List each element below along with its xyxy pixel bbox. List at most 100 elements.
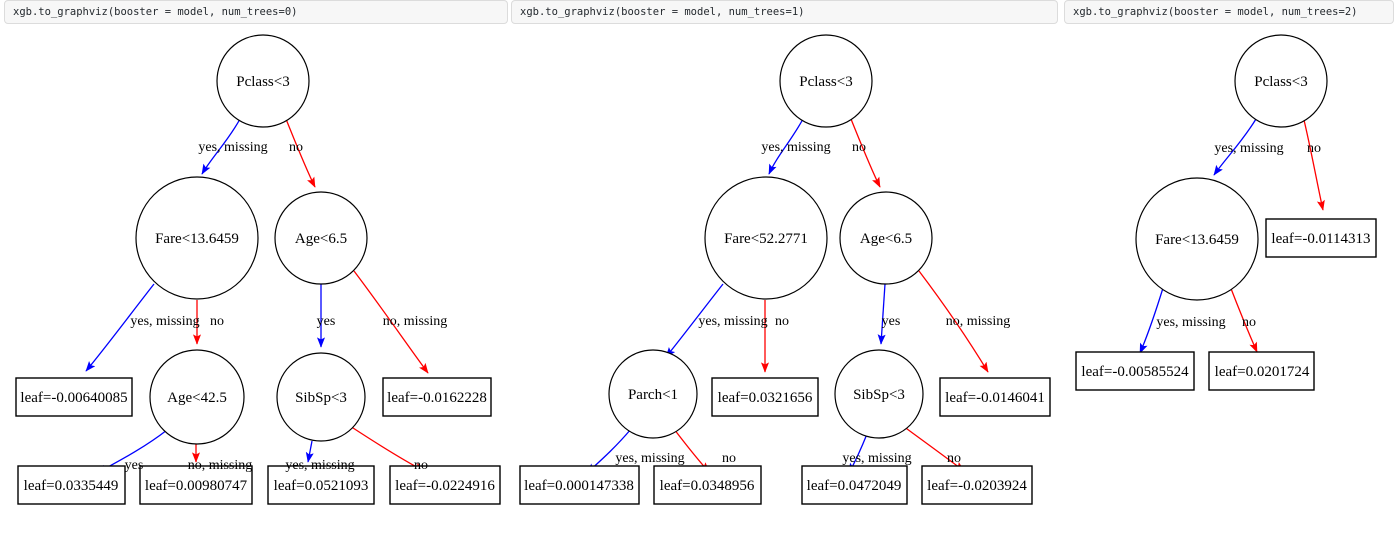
tree-edge-labels-2: yes, missing no yes, missing no [1156, 141, 1321, 330]
leaf-node-label: leaf=-0.0224916 [395, 478, 495, 494]
panel-header-code-2: xgb.to_graphviz(booster = model, num_tre… [1073, 6, 1358, 18]
decision-node-label: Fare<13.6459 [1155, 232, 1239, 248]
panel-header-0[interactable]: xgb.to_graphviz(booster = model, num_tre… [4, 0, 508, 24]
leaf-node-label: leaf=-0.0203924 [927, 478, 1027, 494]
tree-edges-0 [85, 118, 429, 474]
edge-yes [877, 283, 886, 345]
decision-node-label: Fare<52.2771 [724, 231, 808, 247]
leaf-node-label: leaf=-0.00585524 [1081, 364, 1189, 380]
leaf-node-label: leaf=0.0521093 [274, 478, 369, 494]
tree-graph-0: Pclass<3 Fare<13.6459 Age<6.5 leaf=-0.00… [15, 34, 501, 505]
leaf-node[interactable] [939, 377, 1051, 417]
decision-node-label: Pclass<3 [799, 74, 852, 90]
tree-edge-labels-1: yes, missing no yes, missing no yes no, … [615, 140, 1010, 466]
edge-no [850, 118, 881, 188]
edge-yes [305, 440, 314, 463]
leaf-node[interactable] [1265, 218, 1377, 258]
leaf-node-label: leaf=0.0335449 [24, 478, 119, 494]
tree-edges-2 [1139, 118, 1325, 354]
tree-panel-2: xgb.to_graphviz(booster = model, num_tre… [1064, 0, 1394, 547]
edge-label: yes, missing [198, 140, 267, 155]
decision-node-label: SibSp<3 [295, 390, 347, 406]
decision-node-label: Pclass<3 [236, 74, 289, 90]
decision-node[interactable] [135, 176, 259, 300]
edge-label: no, missing [383, 314, 448, 329]
decision-node[interactable] [779, 34, 873, 128]
decision-node[interactable] [1234, 34, 1328, 128]
decision-node-label: Pclass<3 [1254, 74, 1307, 90]
edge-no [349, 425, 425, 472]
leaf-node[interactable] [711, 377, 819, 417]
leaf-node-label: leaf=0.0348956 [660, 478, 755, 494]
edge-yes [201, 118, 241, 175]
edge-label: no [852, 140, 866, 155]
edge-label: yes, missing [698, 314, 767, 329]
edge-yes [1139, 287, 1164, 354]
leaf-node-label: leaf=-0.0162228 [387, 390, 487, 406]
leaf-node[interactable] [1075, 351, 1195, 391]
edge-label: yes, missing [842, 451, 911, 466]
leaf-node-label: leaf=0.0201724 [1215, 364, 1310, 380]
leaf-node-label: leaf=0.0472049 [807, 478, 902, 494]
panel-header-code-0: xgb.to_graphviz(booster = model, num_tre… [13, 6, 298, 18]
decision-node[interactable] [149, 349, 245, 445]
decision-node[interactable] [1135, 177, 1259, 301]
edge-no [1303, 119, 1325, 211]
leaf-node-label: leaf=-0.00640085 [20, 390, 127, 406]
edge-label: yes, missing [130, 314, 199, 329]
leaf-node[interactable] [15, 377, 133, 417]
leaf-node-label: leaf=-0.0146041 [945, 390, 1045, 406]
panel-header-code-1: xgb.to_graphviz(booster = model, num_tre… [520, 6, 805, 18]
edge-label: yes, missing [761, 140, 830, 155]
leaf-node[interactable] [382, 377, 492, 417]
leaf-node[interactable] [921, 465, 1033, 505]
edge-label: no [289, 140, 303, 155]
edge-yes [665, 283, 724, 358]
edge-label: yes, missing [1156, 315, 1225, 330]
edge-label: no [414, 458, 428, 473]
tree-nodes-0: Pclass<3 Fare<13.6459 Age<6.5 leaf=-0.00… [15, 34, 501, 505]
edge-label: yes, missing [1214, 141, 1283, 156]
leaf-node[interactable] [389, 465, 501, 505]
leaf-node[interactable] [267, 465, 375, 505]
edge-label: yes [125, 458, 144, 473]
leaf-node[interactable] [1208, 351, 1315, 391]
leaf-node-label: leaf=0.0321656 [718, 390, 813, 406]
edge-no [285, 118, 316, 188]
decision-node[interactable] [274, 191, 368, 285]
leaf-node[interactable] [17, 465, 126, 505]
leaf-node-label: leaf=0.00980747 [145, 478, 248, 494]
panel-header-2[interactable]: xgb.to_graphviz(booster = model, num_tre… [1064, 0, 1394, 24]
decision-node-label: Age<42.5 [167, 390, 227, 406]
leaf-node-label: leaf=-0.0114313 [1271, 231, 1370, 247]
decision-node-label: Fare<13.6459 [155, 231, 239, 247]
edge-label: no, missing [946, 314, 1011, 329]
leaf-node[interactable] [519, 465, 640, 505]
decision-node[interactable] [834, 349, 924, 439]
decision-node[interactable] [608, 349, 698, 439]
edge-label: no [1242, 315, 1256, 330]
decision-node[interactable] [839, 191, 933, 285]
decision-node-label: SibSp<3 [853, 387, 905, 403]
edge-label: yes, missing [615, 451, 684, 466]
edge-label: no [1307, 141, 1321, 156]
edge-label: yes, missing [285, 458, 354, 473]
edge-label: no [947, 451, 961, 466]
decision-node[interactable] [276, 352, 366, 442]
tree-panel-0: xgb.to_graphviz(booster = model, num_tre… [4, 0, 508, 547]
panel-header-1[interactable]: xgb.to_graphviz(booster = model, num_tre… [511, 0, 1058, 24]
decision-node[interactable] [216, 34, 310, 128]
tree-graph-1: Pclass<3 Fare<52.2771 Age<6.5 Parch<1 le… [519, 34, 1051, 505]
leaf-node[interactable] [653, 465, 762, 505]
decision-node[interactable] [704, 176, 828, 300]
tree-graph-2: Pclass<3 Fare<13.6459 leaf=-0.0114313 le… [1075, 34, 1377, 391]
edge-label: yes [317, 314, 336, 329]
leaf-node[interactable] [139, 465, 253, 505]
leaf-node-label: leaf=0.000147338 [524, 478, 634, 494]
leaf-node[interactable] [801, 465, 908, 505]
tree-edge-labels-0: yes, missing no yes, missing no yes no, … [125, 140, 448, 473]
decision-node-label: Parch<1 [628, 387, 678, 403]
decision-node-label: Age<6.5 [295, 231, 347, 247]
edge-yes [1213, 118, 1257, 176]
